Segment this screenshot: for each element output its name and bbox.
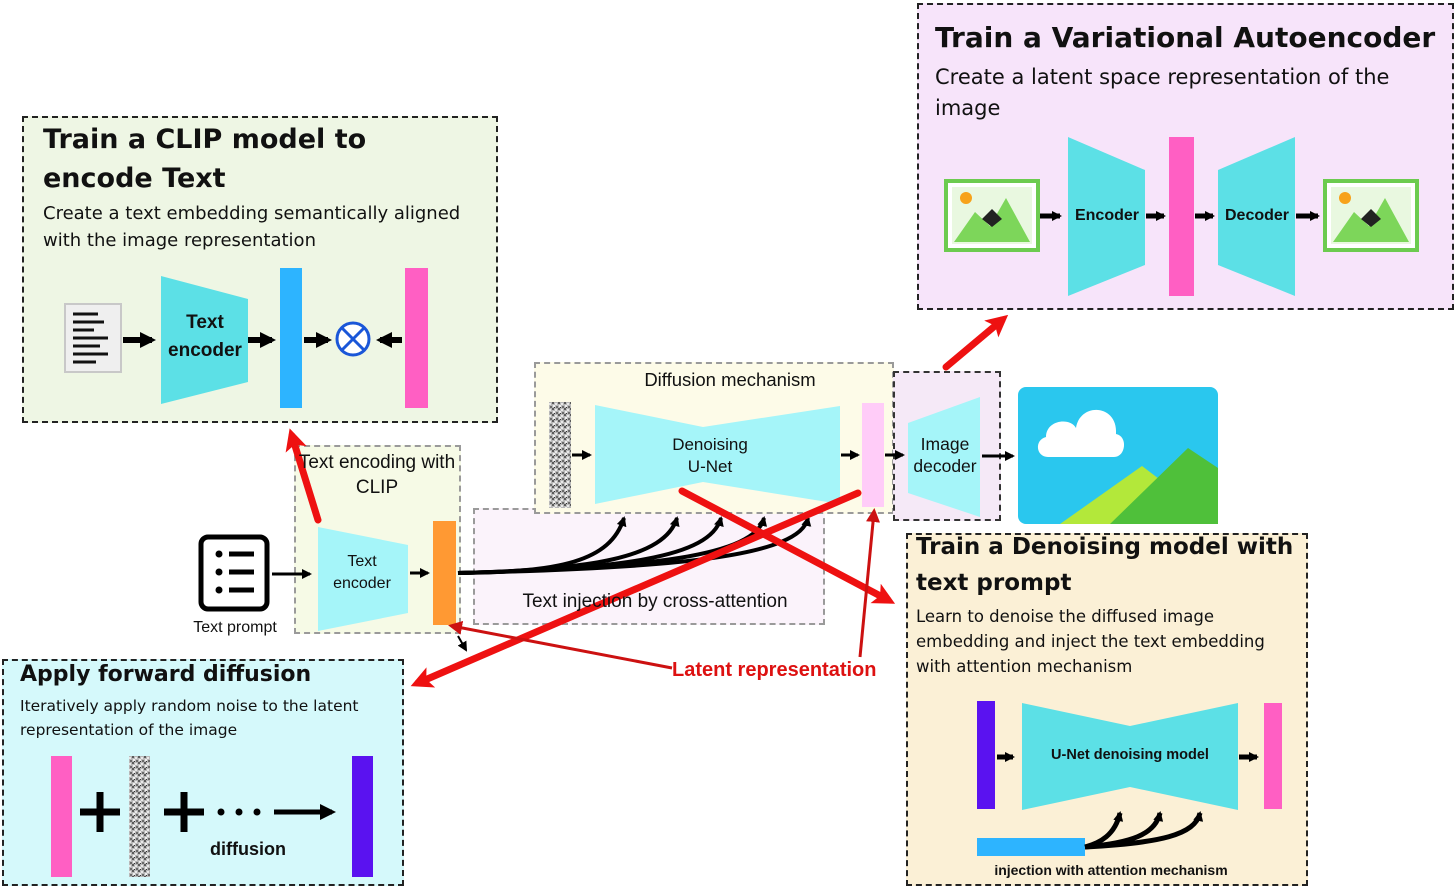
forward-panel-title: Apply forward diffusion: [20, 662, 312, 687]
unet-label-1: Denoising: [672, 435, 748, 454]
vae-encoder-shape: [1068, 137, 1145, 296]
clip-encoder-label-1: Text: [186, 312, 224, 333]
forward-input-latent: [51, 756, 72, 877]
diffusion-label: diffusion: [210, 839, 286, 859]
pipeline-text-embedding: [433, 521, 456, 625]
vae-panel-title: Train a Variational Autoencoder: [935, 21, 1436, 54]
text-embedding-bar: [280, 268, 302, 408]
input-image-icon: [944, 179, 1040, 252]
cross-attention-label: Text injection by cross-attention: [522, 591, 788, 612]
image-decoder-label-1: Image: [920, 434, 970, 454]
forward-noise: [129, 756, 150, 877]
forward-panel-description: Iteratively apply random noise to the la…: [20, 697, 359, 739]
unet-label-2: U-Net: [687, 457, 733, 476]
latent-pointer-arrows: [448, 508, 881, 670]
latent-representation-label: Latent representation: [672, 659, 877, 681]
plus-icon-2: [164, 792, 204, 832]
denoise-panel-title: Train a Denoising model with text prompt: [916, 534, 1294, 596]
injection-curves: [1084, 811, 1204, 850]
denoise-input-latent: [977, 701, 995, 809]
diffusion-group-label: Diffusion mechanism: [644, 369, 816, 390]
injection-label: injection with attention mechanism: [994, 862, 1228, 878]
red-arrows: [285, 314, 1009, 688]
clip-text-encoder-shape: [161, 276, 248, 404]
clip-encoder-label-2: encoder: [168, 340, 242, 361]
vae-latent-bar: [1169, 137, 1194, 296]
dot-product-icon: [335, 321, 371, 357]
vae-decoder-label: Decoder: [1224, 207, 1290, 224]
denoising-unet-shape: [595, 405, 840, 504]
plus-icon: [80, 792, 120, 832]
output-image-icon: [1323, 179, 1419, 252]
text-prompt-label: Text prompt: [193, 619, 277, 636]
noise-latent: [549, 402, 571, 508]
pipeline-text-encoder-shape: [318, 527, 408, 631]
pipeline-text-encoder-label-1: Text: [347, 553, 377, 570]
image-decoder-label-2: decoder: [913, 456, 977, 476]
text-prompt-icon: [198, 534, 270, 612]
denoise-panel-description: Learn to denoise the diffused image embe…: [916, 607, 1265, 676]
image-embedding-bar: [405, 268, 428, 408]
image-decoder-shape: [908, 397, 980, 517]
unet-denoising-label: U-Net denoising model: [1051, 747, 1209, 763]
text-injection-bar: [977, 838, 1085, 856]
denoised-latent: [862, 403, 884, 507]
unet-denoising-shape: [1022, 703, 1238, 810]
forward-output-latent: [352, 756, 373, 877]
ellipsis-icon: [217, 808, 261, 816]
text-encoding-group-title: Text encoding with CLIP: [298, 452, 456, 498]
pipeline-text-encoder-label-2: encoder: [333, 575, 391, 592]
denoise-output-latent: [1264, 703, 1282, 809]
clip-panel-description: Create a text embedding semantically ali…: [43, 203, 461, 251]
vae-decoder-shape: [1218, 137, 1295, 296]
clip-panel-title: Train a CLIP model to encode Text: [43, 124, 367, 194]
output-image: [1018, 387, 1218, 524]
text-encoding-group-label: Text encoding with CLIP: [296, 450, 458, 500]
vae-encoder-label: Encoder: [1074, 207, 1139, 224]
denoise-panel: [906, 533, 1308, 886]
vae-panel-description: Create a latent space representation of …: [935, 65, 1390, 120]
document-icon: [64, 303, 122, 373]
